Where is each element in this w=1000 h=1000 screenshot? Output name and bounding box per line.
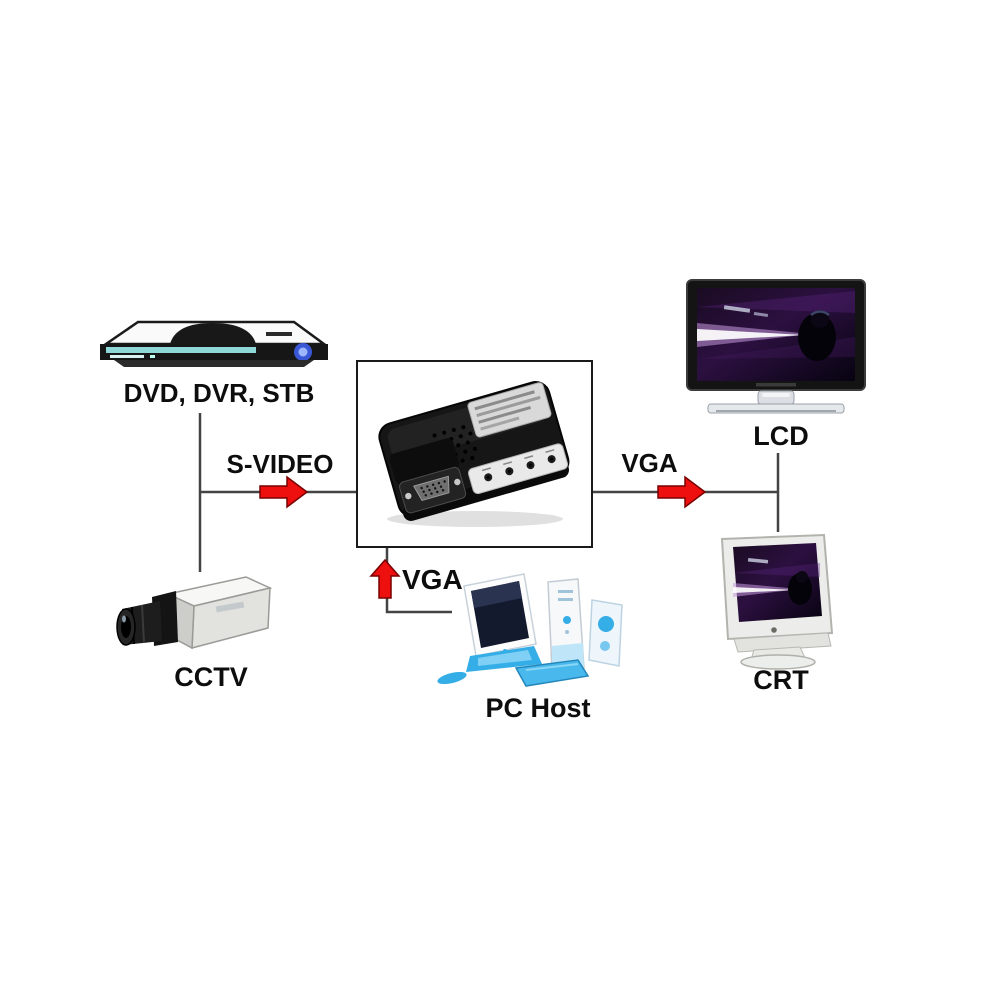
converter-box (356, 360, 593, 548)
pc-host-label: PC Host (485, 693, 591, 723)
cctv-label: CCTV (174, 662, 248, 692)
dvd-player-image (100, 320, 328, 367)
lcd-monitor-image (686, 279, 866, 414)
crt-monitor-image (720, 533, 834, 670)
converter-jacks (481, 449, 556, 482)
pc-host-image (437, 573, 623, 687)
converter-vga-port (398, 466, 466, 514)
lcd-label: LCD (753, 421, 809, 451)
arrow-up-vga-in-icon (369, 558, 401, 599)
vga-in-link-label: VGA (402, 564, 463, 595)
dvd-label: DVD, DVR, STB (123, 378, 315, 408)
vga-out-link-label: VGA (621, 448, 678, 478)
cctv-camera-image (116, 576, 273, 650)
svideo-link-label: S-VIDEO (226, 449, 334, 479)
crt-label: CRT (753, 665, 809, 695)
arrow-right-vga-out-icon (657, 475, 707, 509)
converter-device-image (377, 381, 569, 527)
arrow-right-svideo-icon (259, 475, 309, 509)
